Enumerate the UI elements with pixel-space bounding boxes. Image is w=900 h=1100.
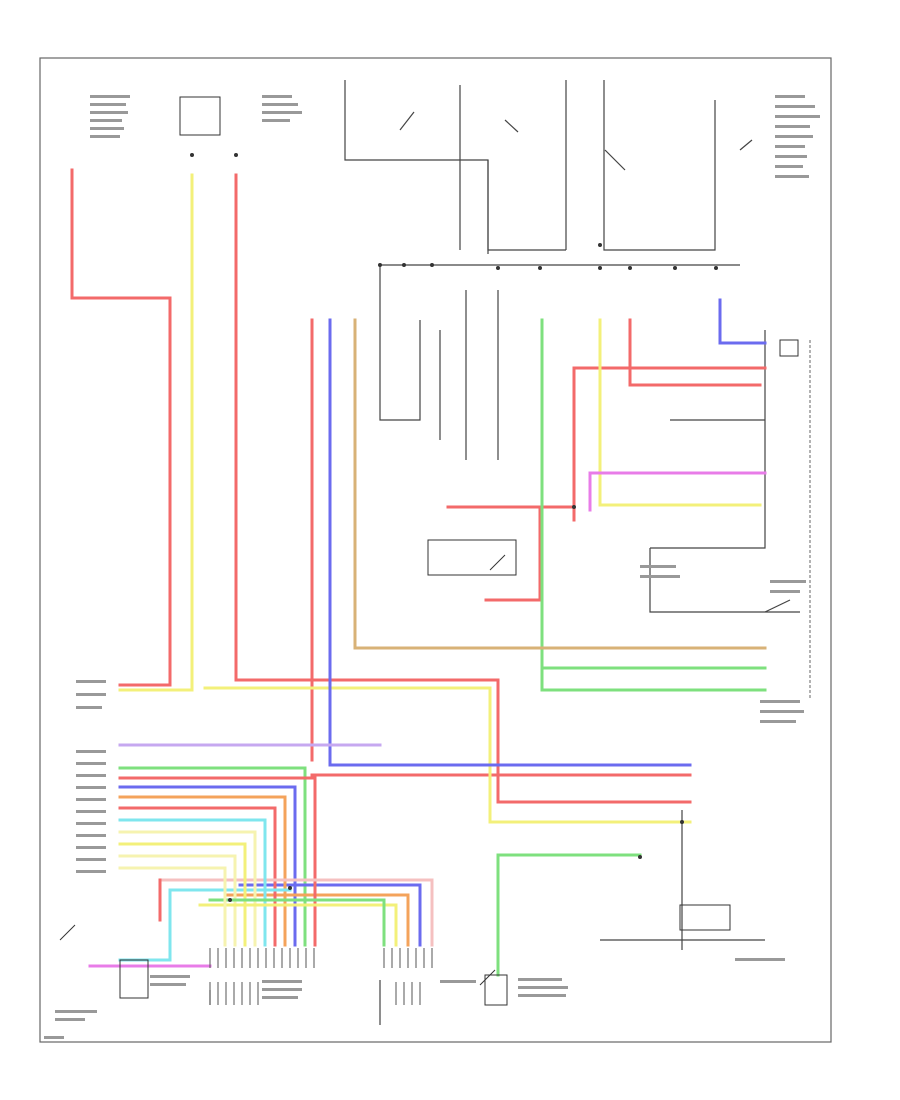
- diagram-frame: [39, 57, 832, 1043]
- tiny-annotations: [44, 95, 820, 1039]
- orange-tan-wires: [118, 318, 767, 947]
- green-wires: [118, 318, 767, 977]
- yellow-wires: [118, 173, 762, 824]
- connector-pins: [209, 948, 433, 1005]
- cyan-yellow-bus-wires: [118, 818, 398, 962]
- violet-wires: [88, 471, 767, 968]
- blue-wires: [118, 298, 767, 947]
- black-wiring: [209, 80, 800, 1025]
- components: [59, 96, 811, 1006]
- junction-dots: [190, 153, 718, 902]
